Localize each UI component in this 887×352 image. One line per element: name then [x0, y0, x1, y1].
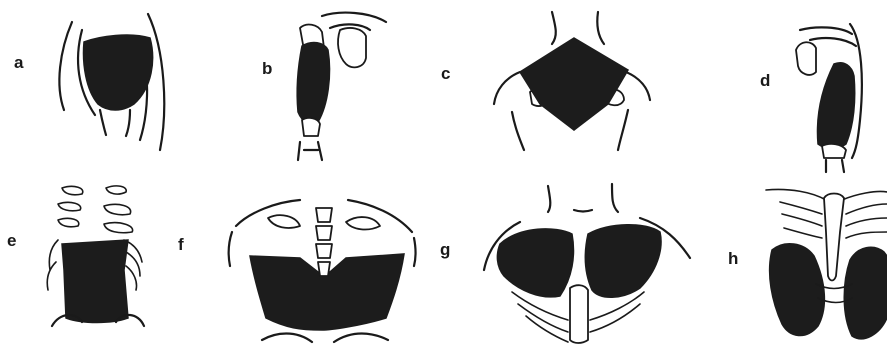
panel-h: h [728, 189, 887, 338]
panel-d-lower-bone [822, 144, 846, 158]
panel-h-clavicle-right [842, 191, 887, 200]
panel-c: c [441, 12, 650, 150]
panel-label-d: d [760, 71, 770, 90]
panel-label-b: b [262, 59, 272, 78]
panel-d-shoulder-inner [810, 38, 856, 46]
panel-label-c: c [441, 64, 450, 83]
panel-a-outline-right [148, 14, 164, 150]
panel-e-muscle-mass [62, 240, 128, 323]
panel-e: e [7, 186, 144, 326]
panel-f-spine [316, 208, 332, 276]
panel-c-neck-left [552, 12, 556, 44]
panel-e-rib-1-right [106, 186, 126, 194]
panel-h-ribs-upper-left [780, 202, 822, 238]
panel-a-muscle-mass [84, 35, 153, 110]
panel-g-neck-left [548, 186, 550, 212]
panel-h-clavicle-left [766, 189, 826, 200]
panel-g-neck-right [612, 184, 618, 212]
panel-e-rib-3-left [58, 218, 79, 226]
panel-label-f: f [178, 235, 184, 254]
panel-d-upper-bone [796, 42, 816, 75]
panel-f: f [178, 200, 416, 342]
panel-b-muscle-mass [297, 43, 329, 124]
panel-e-rib-2-right [104, 204, 131, 214]
panel-label-h: h [728, 249, 738, 268]
panel-d: d [760, 24, 862, 172]
panel-d-forearm [826, 160, 844, 172]
panel-h-ribs-upper-right [846, 204, 887, 238]
panel-a: a [14, 14, 164, 150]
panel-b-head-bone [338, 28, 366, 67]
panel-g-ribs-left [512, 292, 568, 342]
panel-h-muscle-left [770, 244, 825, 336]
panel-b-forearm [298, 142, 322, 160]
panel-a-outline-left [59, 22, 72, 110]
panel-label-e: e [7, 231, 16, 250]
panel-label-g: g [440, 240, 450, 259]
panel-g-ribs-right [590, 292, 644, 332]
panel-c-arm-left [512, 112, 524, 150]
panel-e-rib-3-right [104, 223, 133, 233]
panel-c-muscle-mass [520, 38, 628, 130]
panel-f-scapula-right [346, 217, 380, 229]
panel-f-arm-left [229, 232, 232, 266]
panel-g: g [440, 184, 690, 343]
panel-c-shoulder-right [626, 72, 650, 100]
panel-f-hips [262, 334, 388, 343]
panel-d-shoulder-top [800, 27, 852, 34]
panel-a-tendon-right [126, 110, 130, 136]
panel-e-side-ribs-left [47, 240, 58, 290]
panel-c-shoulder-left [494, 72, 520, 104]
panel-f-scapula-left [268, 215, 300, 228]
panel-g-pectoral-right [585, 225, 661, 298]
panel-g-sternum [570, 285, 588, 343]
panel-e-rib-2-left [58, 202, 81, 210]
panel-h-muscle-right [844, 247, 887, 338]
panel-c-neck-right [597, 12, 604, 44]
panel-b: b [262, 13, 386, 160]
panel-g-pectoral-left [497, 229, 573, 297]
panel-b-shoulder-top [322, 13, 386, 22]
panel-c-arm-right [618, 110, 628, 150]
panel-e-rib-1-left [62, 186, 83, 194]
panel-g-sternal-notch [574, 210, 592, 212]
panel-f-arm-right [414, 238, 416, 266]
panel-label-a: a [14, 53, 24, 72]
panel-d-muscle-mass [818, 63, 855, 149]
panel-h-sternum [824, 194, 844, 281]
panel-a-tendon-left [100, 110, 106, 135]
panel-b-lower-bone [302, 118, 320, 136]
